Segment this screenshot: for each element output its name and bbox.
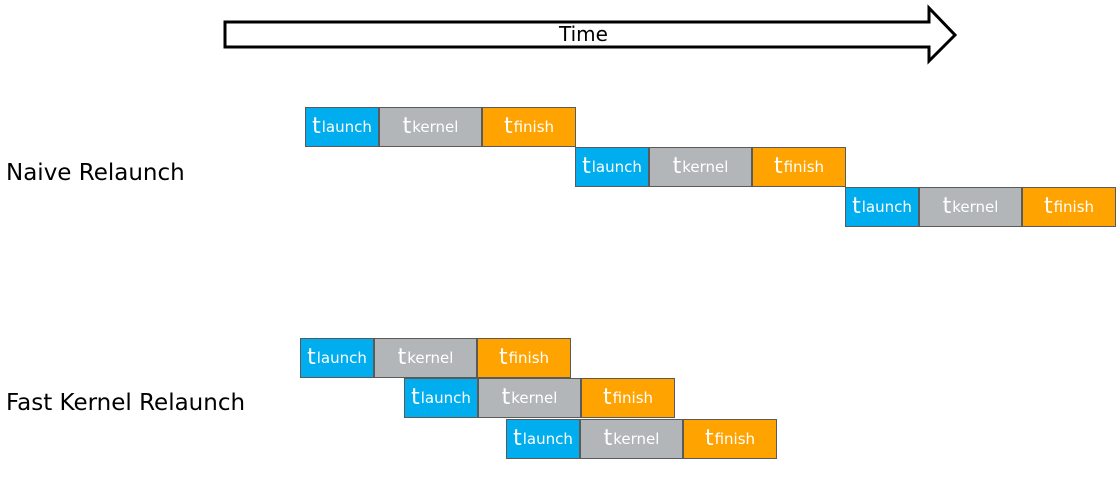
time-label: Time: [559, 22, 608, 46]
naive-relaunch-label: Naive Relaunch: [6, 160, 185, 186]
time-arrow: [223, 4, 958, 65]
fast-kernel-relaunch-label: Fast Kernel Relaunch: [6, 390, 246, 416]
